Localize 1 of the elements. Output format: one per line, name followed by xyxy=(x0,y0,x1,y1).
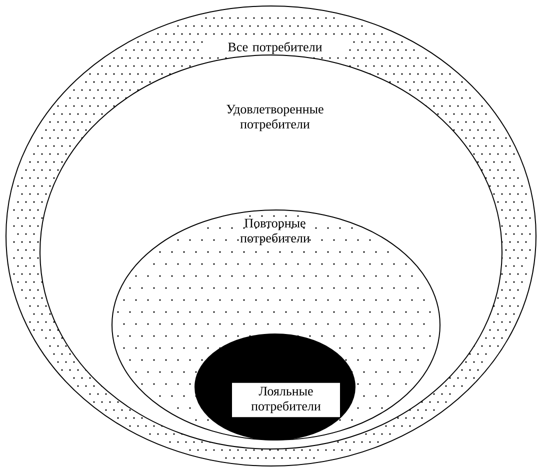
ellipse-region: Лояльные потребители xyxy=(194,334,356,440)
